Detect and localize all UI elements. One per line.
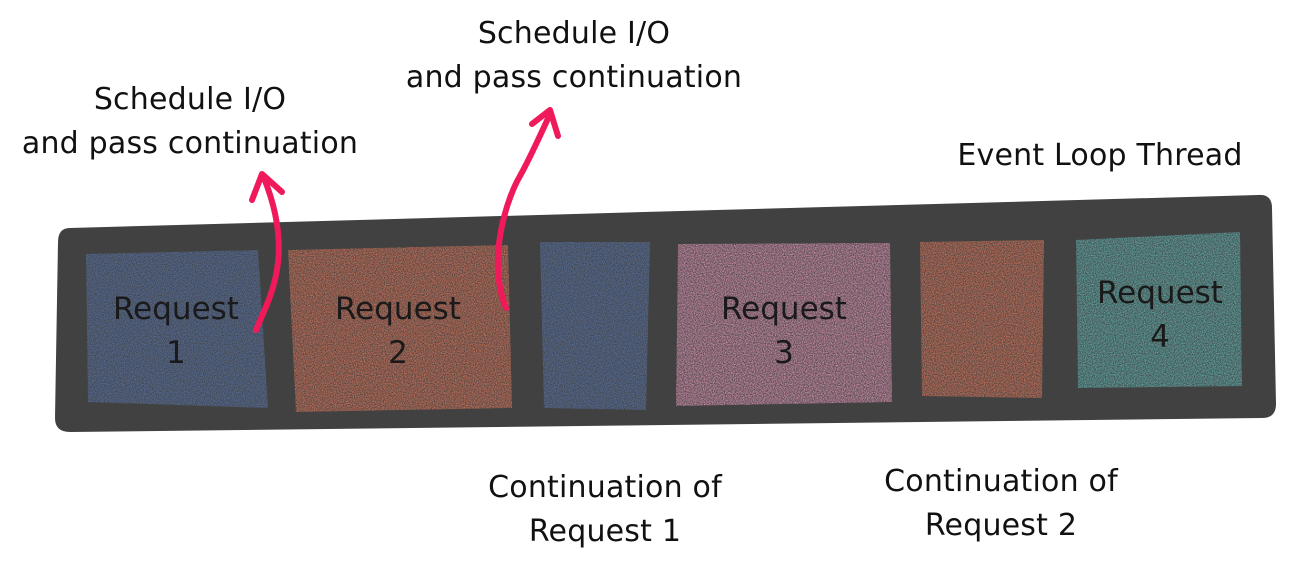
request-number: 4 <box>1150 319 1170 355</box>
schedule-io-note-1: Schedule I/O and pass continuation <box>20 78 360 166</box>
request-number: 1 <box>166 335 186 371</box>
note-line: Schedule I/O <box>93 82 287 117</box>
schedule-io-arrow-1 <box>253 175 282 333</box>
arrow-head-icon <box>249 171 285 203</box>
request-label-text: Request <box>335 291 461 327</box>
note-line: Request 1 <box>528 514 682 549</box>
request-1-block <box>86 250 268 408</box>
arrow-head-icon <box>529 107 561 139</box>
request-label-text: Request <box>113 291 239 327</box>
request-2-block <box>288 245 512 412</box>
request-number: 3 <box>774 335 794 371</box>
request-3-block <box>676 243 892 406</box>
continuation-of-request-1-block <box>540 242 650 410</box>
thread-label-text: Event Loop Thread <box>957 138 1243 173</box>
schedule-io-note-2: Schedule I/O and pass continuation <box>404 12 744 100</box>
request-4-block <box>1076 232 1242 388</box>
event-loop-thread-label: Event Loop Thread <box>940 134 1260 178</box>
continuation-note-2: Continuation of Request 2 <box>866 460 1136 548</box>
note-line: Request 2 <box>924 508 1078 543</box>
note-line: and pass continuation <box>21 126 359 161</box>
continuation-of-request-2-block <box>920 240 1044 398</box>
note-line: and pass continuation <box>405 60 743 95</box>
request-1-label: Request 1 <box>88 268 264 394</box>
schedule-io-arrow-2 <box>495 111 553 311</box>
request-number: 2 <box>388 335 408 371</box>
note-line: Schedule I/O <box>477 16 671 51</box>
request-2-label: Request 2 <box>292 268 504 394</box>
note-line: Continuation of <box>488 470 722 505</box>
request-label-text: Request <box>721 291 847 327</box>
request-label-text: Request <box>1097 275 1223 311</box>
continuation-note-1: Continuation of Request 1 <box>470 466 740 554</box>
request-4-label: Request 4 <box>1078 252 1242 378</box>
note-line: Continuation of <box>884 464 1118 499</box>
request-3-label: Request 3 <box>678 268 890 394</box>
